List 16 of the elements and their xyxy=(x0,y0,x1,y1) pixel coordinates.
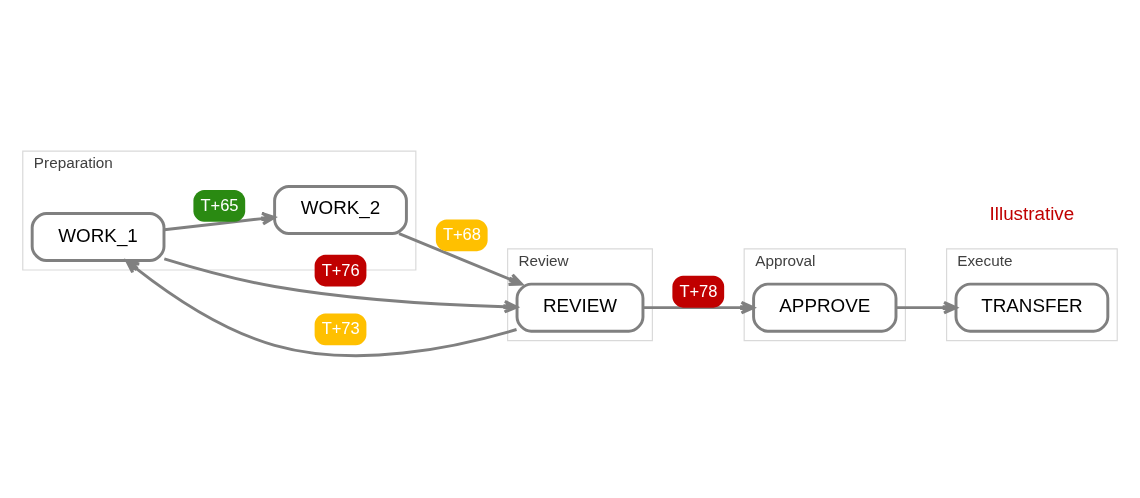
node-box: REVIEW xyxy=(515,282,645,333)
edge-label: T+78 xyxy=(679,281,718,300)
label: Illustrative xyxy=(989,203,1075,225)
node-box: APPROVE xyxy=(752,282,898,333)
edge-label: T+68 xyxy=(442,225,481,244)
arrow xyxy=(643,300,755,315)
node-box: TRANSFER xyxy=(954,282,1110,333)
arrow xyxy=(164,211,276,232)
edge-label: T+65 xyxy=(200,195,239,214)
node-box: WORK_2 xyxy=(273,184,408,235)
arrow xyxy=(125,259,517,358)
edge-label: T+73 xyxy=(321,319,360,338)
arrow xyxy=(896,300,958,315)
arrow xyxy=(163,257,519,314)
arrow xyxy=(398,232,523,286)
node-box: WORK_1 xyxy=(30,212,166,263)
